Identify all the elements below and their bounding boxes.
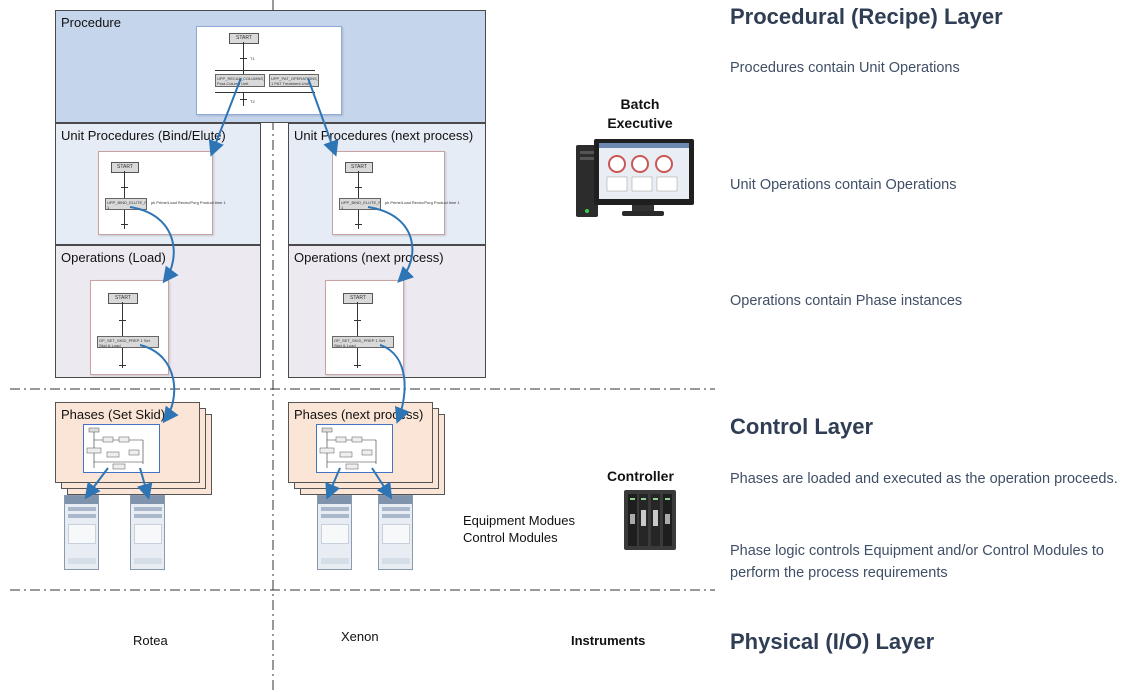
plc-controller-icon [624, 490, 676, 550]
arrow-phase-right-to-module-1 [325, 467, 341, 500]
transition-label: T2 [250, 99, 255, 104]
start-step: START [343, 293, 373, 304]
physical-layer-title: Physical (I/O) Layer [730, 629, 935, 654]
phases-right-title: Phases (next process) [294, 407, 424, 422]
module-panel-rotea-1[interactable] [64, 495, 99, 570]
controller-label: Controller [607, 468, 674, 484]
start-step: START [111, 162, 139, 173]
operations-desc: Operations contain Phase instances [730, 293, 963, 309]
operation-sfc-right[interactable]: START OP_SET_SKID_PREP 1 Set Skid & Load [325, 280, 404, 375]
procedures-desc: Procedures contain Unit Operations [730, 60, 960, 76]
unit-procedure-sfc-left[interactable]: START UPP_BIND_ELUTE_PK 1 UPPB_BND_ELUTE… [98, 151, 226, 235]
control-desc-phases: Phases are loaded and executed as the op… [730, 471, 1118, 487]
xenon-label: Xenon [341, 629, 379, 644]
phases-left-title: Phases (Set Skid) [61, 407, 166, 422]
unit-procedure-step-b: UPP_PAT_OPERATIONS_PRIME 1 PAT Treatment… [269, 74, 319, 87]
arrow-procedure-to-unit-left [208, 77, 242, 157]
desktop-computer-icon [576, 139, 694, 217]
start-step: START [108, 293, 138, 304]
phase-logic-right[interactable] [316, 424, 393, 473]
unit-operation-step: UPP_BIND_ELUTE_PK 1 UPPB_BND_ELUTE [105, 198, 147, 210]
phase-step: OP_SET_SKID_PREP 1 Set Skid & Load [332, 336, 394, 348]
operation-sfc-left[interactable]: START OP_SET_SKID_PREP 1 Set Skid & Load [90, 280, 169, 375]
arrow-procedure-to-unit-right [307, 77, 339, 157]
module-panel-xenon-2[interactable] [378, 495, 413, 570]
arrow-unit-left-to-op-left [129, 206, 179, 284]
procedural-layer-title: Procedural (Recipe) Layer [730, 4, 1003, 29]
instruments-label: Instruments [571, 633, 646, 648]
procedure-title: Procedure [61, 15, 121, 30]
arrow-op-left-to-phase-left [139, 344, 179, 424]
step-note: pk Prime/Load Recirc/Purg Product time 1 [385, 200, 460, 205]
start-step: START [345, 162, 373, 173]
phase-logic-left[interactable] [83, 424, 160, 473]
batch-executive-label: Batch Executive [607, 96, 673, 131]
control-desc-logic: Phase logic controls Equipment and/or Co… [730, 543, 1104, 581]
arrow-unit-right-to-op-right [367, 206, 415, 283]
arrow-op-right-to-phase-right [379, 344, 410, 424]
rotea-label: Rotea [133, 633, 168, 648]
procedure-sfc-preview[interactable]: START T1 UPP_RECAL_COLUMNS_P... Post-Col… [196, 26, 342, 115]
unit-procedures-left-title: Unit Procedures (Bind/Elute) [61, 128, 226, 143]
step-note: pk Prime/Load Recirc/Purg Product time 1 [151, 200, 226, 205]
unit-procedure-sfc-right[interactable]: START UPP_BIND_ELUTE_PK 1 UPPB_BND_ELUTE… [332, 151, 460, 235]
arrow-phase-left-to-module-2 [137, 467, 153, 500]
start-step: START [229, 33, 259, 44]
arrow-phase-right-to-module-2 [371, 467, 393, 500]
unit-operations-desc: Unit Operations contain Operations [730, 177, 957, 193]
module-panel-rotea-2[interactable] [130, 495, 165, 570]
arrow-phase-left-to-module-1 [84, 467, 109, 500]
unit-procedures-right-title: Unit Procedures (next process) [294, 128, 474, 143]
operations-left-title: Operations (Load) [61, 250, 166, 265]
control-layer-title: Control Layer [730, 414, 874, 439]
transition-label: T1 [250, 56, 255, 61]
operations-right-title: Operations (next process) [294, 250, 444, 265]
modules-label: Equipment Modues Control Modules [463, 513, 576, 545]
